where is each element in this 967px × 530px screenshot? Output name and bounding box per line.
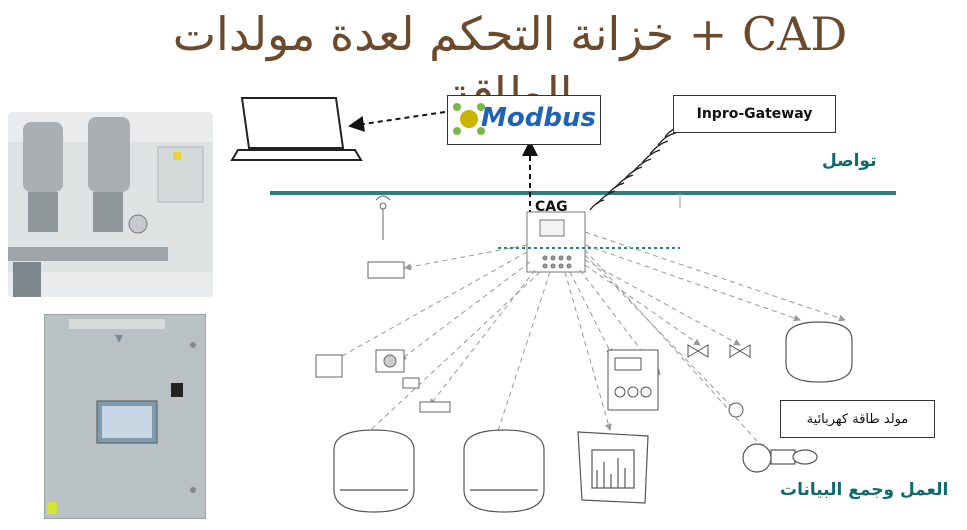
cag-controller bbox=[526, 211, 586, 273]
valve-icons bbox=[687, 344, 751, 418]
sensor-icons bbox=[315, 349, 451, 413]
modbus-to-laptop-arrow bbox=[348, 111, 446, 132]
laptop-icon bbox=[230, 97, 363, 161]
cag-label: CAG bbox=[535, 199, 568, 215]
communication-label: تواصل bbox=[822, 151, 877, 171]
wireless-signal bbox=[589, 126, 680, 211]
modbus-box bbox=[447, 95, 601, 145]
generator-label-box: مولد طاقة كهربائية bbox=[780, 400, 935, 438]
gateway-box: Inpro-Gateway bbox=[673, 95, 836, 133]
monitor-icon bbox=[577, 431, 649, 504]
operations-label: العمل وجمع البيانات bbox=[780, 480, 949, 500]
tank-icons bbox=[333, 321, 853, 513]
pump-unit-photo bbox=[8, 112, 213, 297]
generator-icon bbox=[742, 443, 818, 473]
radio-antenna-icon bbox=[367, 195, 405, 279]
modbus-logo-icon bbox=[453, 103, 485, 135]
control-cabinet-photo bbox=[44, 314, 206, 519]
page-title: CAD + خزانة التحكم لعدة مولدات الطاقة bbox=[172, 7, 848, 121]
modbus-label: Modbus bbox=[481, 103, 596, 133]
instrument-panel-icon bbox=[607, 349, 659, 411]
